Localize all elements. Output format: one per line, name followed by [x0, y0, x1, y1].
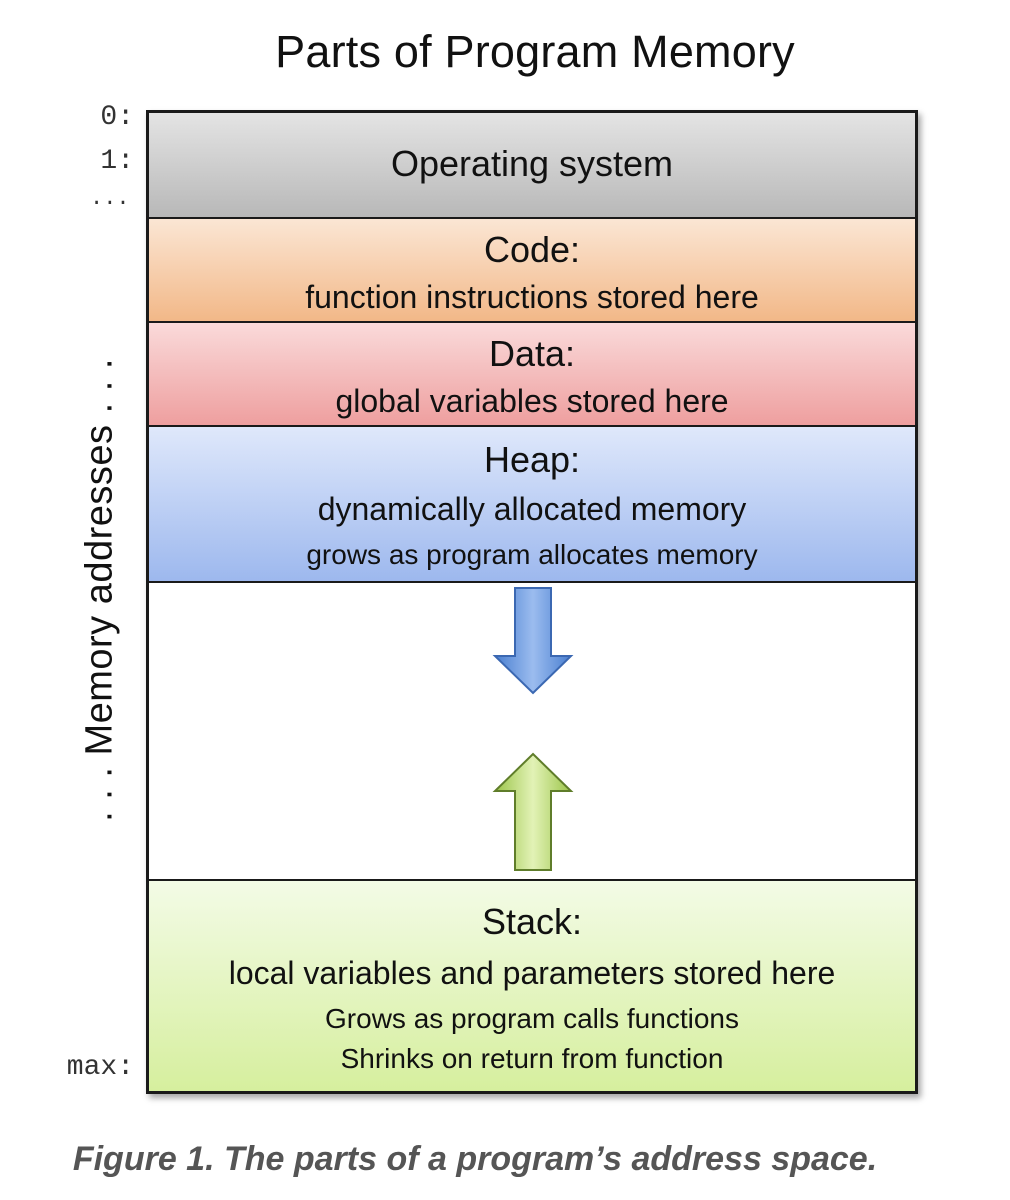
address-1-label: 1: — [100, 146, 134, 177]
arrow-down-icon — [492, 587, 574, 695]
diagram-title: Parts of Program Memory — [275, 26, 795, 77]
segment-free-space — [149, 583, 915, 881]
address-ellipsis: ... — [90, 186, 130, 211]
segment-code-title: Code: — [483, 229, 581, 270]
address-max-label: max: — [66, 1052, 134, 1083]
segment-code-desc: function instructions stored here — [305, 279, 759, 315]
address-0-label: 0: — [100, 102, 134, 133]
memory-axis-label: . . . Memory addresses . . . — [78, 358, 121, 822]
segment-operating-system: Operating system — [149, 113, 915, 219]
segment-stack-note-shrinks: Shrinks on return from function — [340, 1043, 724, 1074]
segment-stack-desc: local variables and parameters stored he… — [228, 955, 836, 991]
segment-data: Data: global variables stored here — [149, 323, 915, 427]
arrow-up-icon — [492, 752, 574, 871]
segment-heap-note: grows as program allocates memory — [306, 539, 758, 570]
segment-os-title: Operating system — [390, 143, 674, 184]
segment-heap-desc: dynamically allocated memory — [317, 491, 747, 527]
segment-stack-note-grows: Grows as program calls functions — [325, 1003, 739, 1034]
segment-data-desc: global variables stored here — [335, 383, 729, 419]
segment-heap-title: Heap: — [483, 439, 581, 480]
segment-stack: Stack: local variables and parameters st… — [149, 881, 915, 1091]
segment-code: Code: function instructions stored here — [149, 219, 915, 323]
memory-layout: Operating system Code: function instruct… — [146, 110, 918, 1094]
figure-caption: Figure 1. The parts of a program’s addre… — [72, 1140, 878, 1178]
segment-heap: Heap: dynamically allocated memory grows… — [149, 427, 915, 583]
segment-data-title: Data: — [488, 333, 576, 374]
segment-stack-title: Stack: — [481, 901, 583, 942]
